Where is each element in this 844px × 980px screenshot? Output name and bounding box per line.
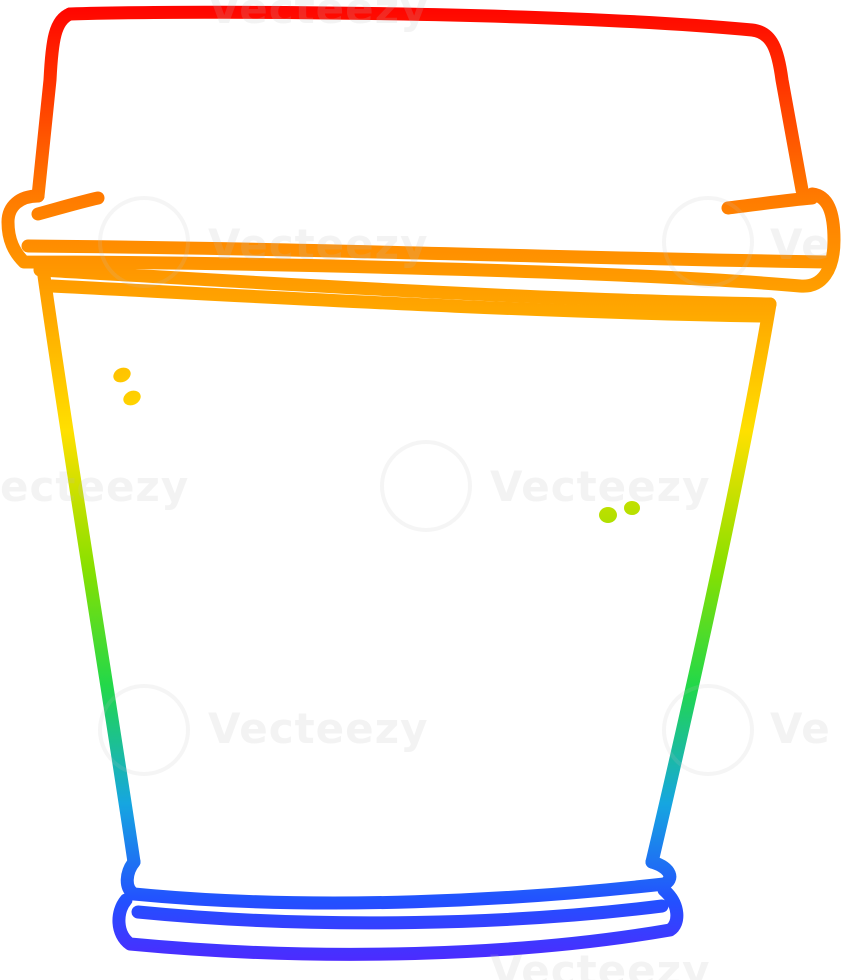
lid-left-side [31,7,77,203]
lid-rim [1,187,841,293]
cup-base-bottom [112,883,684,961]
cup-lip-lower [45,279,767,323]
cup-lip [33,263,777,311]
cup-base-line [131,899,669,930]
lid-rim-inner-line [21,239,833,269]
highlight-mark [113,367,131,383]
highlight-mark [624,501,640,515]
highlight-mark [599,507,617,523]
lid-inner-left-notch [31,191,105,221]
cup-right-side [645,297,777,869]
lid-top [63,5,809,197]
highlight-mark [123,390,141,406]
cup-left-side [37,269,141,869]
lid-inner-right-notch [721,191,819,215]
cup-base-top [120,855,677,910]
